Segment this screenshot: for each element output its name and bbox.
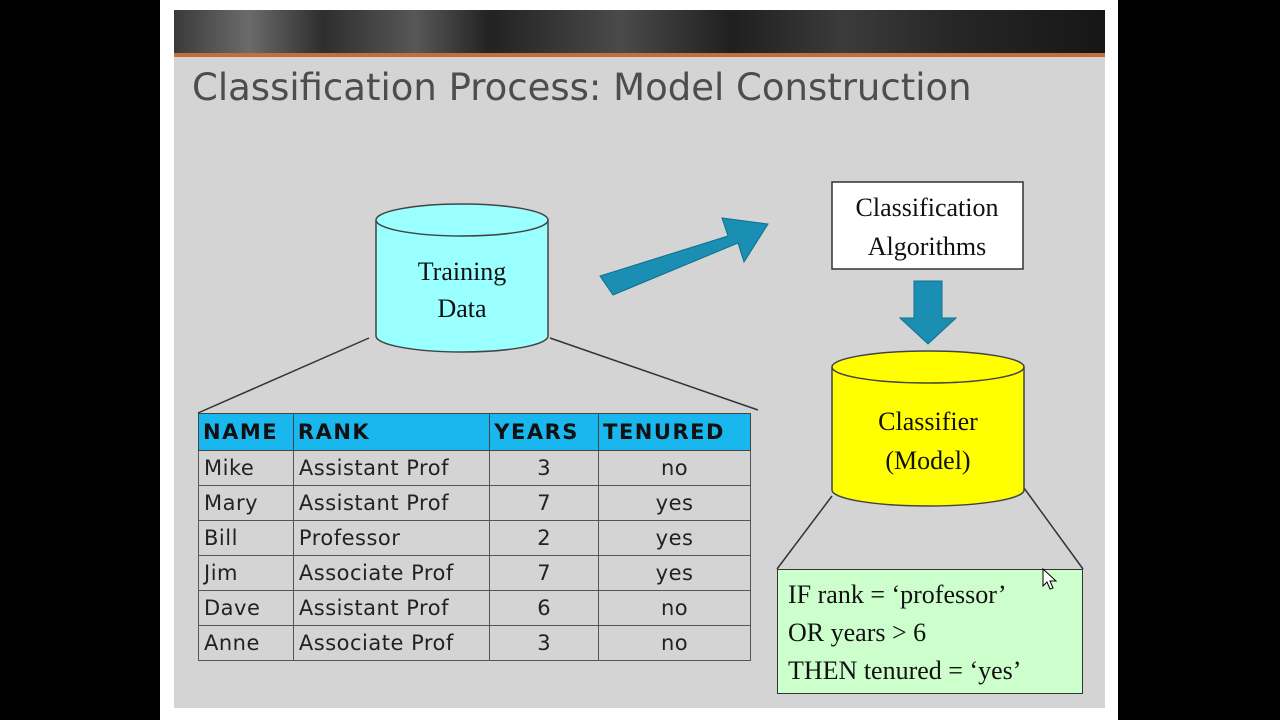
- cell-tenured: yes: [599, 556, 751, 591]
- header-rank: RANK: [293, 414, 489, 451]
- cell-name: Mary: [199, 486, 294, 521]
- table-row: Mary Assistant Prof 7 yes: [199, 486, 751, 521]
- classifier-connector-left: [777, 496, 832, 569]
- cell-tenured: no: [599, 591, 751, 626]
- cell-rank: Assistant Prof: [293, 486, 489, 521]
- cell-years: 6: [490, 591, 599, 626]
- training-data-label-1: Training: [418, 257, 507, 286]
- training-data-table: NAME RANK YEARS TENURED Mike Assistant P…: [198, 413, 751, 661]
- cell-tenured: no: [599, 626, 751, 661]
- algorithms-label-2: Algorithms: [868, 232, 986, 261]
- process-arrow: [600, 218, 768, 295]
- cell-rank: Assistant Prof: [293, 591, 489, 626]
- cell-rank: Associate Prof: [293, 626, 489, 661]
- header-years: YEARS: [490, 414, 599, 451]
- table-row: Bill Professor 2 yes: [199, 521, 751, 556]
- cell-rank: Associate Prof: [293, 556, 489, 591]
- down-arrow: [900, 281, 956, 344]
- cell-years: 3: [490, 626, 599, 661]
- cell-years: 2: [490, 521, 599, 556]
- header-tenured: TENURED: [599, 414, 751, 451]
- training-data-label-2: Data: [437, 294, 487, 323]
- cell-name: Jim: [199, 556, 294, 591]
- cell-tenured: yes: [599, 486, 751, 521]
- slide: Classification Process: Model Constructi…: [174, 10, 1105, 708]
- cell-tenured: no: [599, 451, 751, 486]
- cell-name: Mike: [199, 451, 294, 486]
- connector-line-left: [198, 338, 369, 413]
- table-header-row: NAME RANK YEARS TENURED: [199, 414, 751, 451]
- cell-name: Dave: [199, 591, 294, 626]
- cell-rank: Assistant Prof: [293, 451, 489, 486]
- connector-line-right: [550, 338, 758, 410]
- table-row: Anne Associate Prof 3 no: [199, 626, 751, 661]
- cell-rank: Professor: [293, 521, 489, 556]
- classifier-label-1: Classifier: [878, 407, 978, 436]
- rule-line-3: THEN tenured = ‘yes’: [788, 652, 1072, 690]
- cell-years: 7: [490, 556, 599, 591]
- table-row: Jim Associate Prof 7 yes: [199, 556, 751, 591]
- classification-algorithms-box: Classification Algorithms: [832, 182, 1023, 269]
- classifier-label-2: (Model): [885, 446, 970, 475]
- table-row: Mike Assistant Prof 3 no: [199, 451, 751, 486]
- classifier-cylinder: Classifier (Model): [832, 351, 1024, 506]
- cell-name: Anne: [199, 626, 294, 661]
- rule-line-1: IF rank = ‘professor’: [788, 576, 1072, 614]
- training-data-cylinder: Training Data: [376, 204, 548, 352]
- classifier-connector-right: [1024, 488, 1083, 569]
- cell-name: Bill: [199, 521, 294, 556]
- algorithms-label-1: Classification: [856, 193, 999, 222]
- cell-tenured: yes: [599, 521, 751, 556]
- header-name: NAME: [199, 414, 294, 451]
- mouse-cursor-icon: [1042, 568, 1058, 592]
- cell-years: 7: [490, 486, 599, 521]
- cell-years: 3: [490, 451, 599, 486]
- rule-line-2: OR years > 6: [788, 614, 1072, 652]
- classifier-rule-box: IF rank = ‘professor’ OR years > 6 THEN …: [777, 569, 1083, 694]
- table-row: Dave Assistant Prof 6 no: [199, 591, 751, 626]
